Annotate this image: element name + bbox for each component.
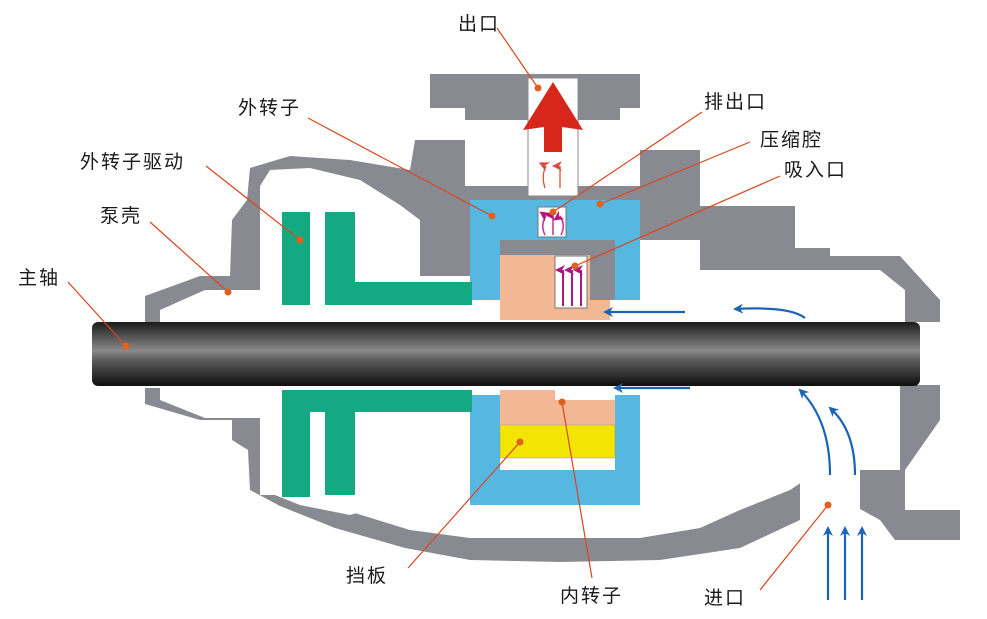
dot-compression-chamber xyxy=(596,200,604,208)
discharge-arrows xyxy=(539,210,565,236)
outlet-arrow xyxy=(523,82,583,189)
leader-inner-rotor xyxy=(561,401,593,579)
discharge-arrow-3 xyxy=(553,210,565,236)
label-main-shaft: 主轴 xyxy=(18,267,60,289)
dot-discharge-port xyxy=(549,208,557,216)
outlet-small-arrow-1 xyxy=(538,162,551,189)
labels: 出口 排出口 外转子 压缩腔 外转子驱动 吸入口 泵壳 主轴 挡板 内转子 进口 xyxy=(18,13,847,609)
leader-main-shaft xyxy=(67,281,127,347)
dot-suction-port xyxy=(571,262,579,270)
leader-compression-chamber xyxy=(599,141,751,205)
label-outlet: 出口 xyxy=(458,13,500,35)
flow-arrow-curve-2 xyxy=(828,406,857,476)
dot-baffle xyxy=(516,438,524,446)
label-outer-rotor: 外转子 xyxy=(238,97,301,119)
label-outer-rotor-drive: 外转子驱动 xyxy=(80,151,185,173)
casing-lower-right-passage xyxy=(640,385,800,520)
main-shaft xyxy=(92,322,920,386)
dot-inner-rotor xyxy=(558,398,566,406)
label-baffle: 挡板 xyxy=(346,565,388,587)
leader-outer-rotor-drive xyxy=(205,165,301,241)
leader-inlet xyxy=(759,504,829,591)
dot-main-shaft xyxy=(122,342,130,350)
outer-rotor-bottom xyxy=(470,395,640,505)
flow-arrow-top-right xyxy=(733,303,806,319)
leader-suction-port xyxy=(574,175,781,267)
dot-outer-rotor-drive xyxy=(296,236,304,244)
drive-top-arm xyxy=(325,212,355,282)
label-pump-casing: 泵壳 xyxy=(100,205,142,227)
leader-baffle xyxy=(407,441,521,569)
dot-pump-casing xyxy=(224,288,232,296)
inner-rotor-top xyxy=(500,255,555,320)
outer-rotor-top xyxy=(470,200,640,300)
dot-outlet xyxy=(534,84,542,92)
leader-pump-casing xyxy=(149,221,229,293)
leader-discharge-port xyxy=(552,111,703,213)
dot-inlet xyxy=(824,501,832,509)
label-suction-port: 吸入口 xyxy=(784,159,847,181)
drive-bottom-arm xyxy=(325,412,355,495)
outer-rotor-drive xyxy=(282,212,472,497)
leader-outer-rotor xyxy=(307,117,493,217)
flow-arrow-curve-1 xyxy=(798,388,832,476)
flow-arrows xyxy=(603,303,867,600)
casing-inlet-passage xyxy=(800,380,900,520)
label-compression-chamber: 压缩腔 xyxy=(760,129,823,151)
inner-rotor-bottom xyxy=(500,390,615,425)
label-inner-rotor: 内转子 xyxy=(560,585,623,607)
label-discharge-port: 排出口 xyxy=(704,91,767,113)
suction-arrows xyxy=(555,265,583,306)
leader-outlet xyxy=(496,27,539,89)
label-inlet: 进口 xyxy=(704,587,746,609)
leaders xyxy=(67,27,832,591)
casing-bottom-body xyxy=(145,385,960,562)
dot-outer-rotor xyxy=(488,212,496,220)
outlet-arrow-shape xyxy=(523,82,583,152)
